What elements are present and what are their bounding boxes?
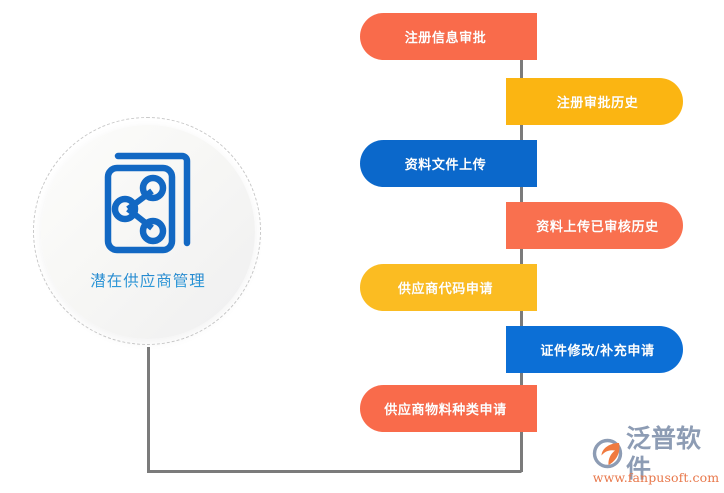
hub-node[interactable]: 潜在供应商管理	[33, 117, 263, 347]
node-label: 注册审批历史	[556, 96, 639, 111]
watermark-url: www.fanpusoft.com	[592, 470, 720, 485]
node-certificate-change-request[interactable]: 证件修改/补充申请	[506, 326, 683, 373]
node-label: 供应商代码申请	[397, 282, 494, 297]
node-supplier-material-category-request[interactable]: 供应商物料种类申请	[360, 385, 537, 432]
watermark-logo: 泛普软件 www.fanpusoft.com	[592, 424, 720, 489]
node-label: 证件修改/补充申请	[540, 344, 655, 359]
watermark-brand: 泛普软件	[626, 423, 702, 483]
node-registration-approval-history[interactable]: 注册审批历史	[506, 78, 683, 125]
hub-dashed-ring	[33, 117, 261, 345]
node-label: 注册信息审批	[404, 31, 487, 46]
node-registration-approval[interactable]: 注册信息审批	[360, 13, 537, 60]
hub-disc	[41, 125, 255, 339]
connector-hub-path	[147, 347, 522, 473]
document-share-icon	[104, 152, 191, 254]
node-label: 资料上传已审核历史	[536, 220, 659, 235]
node-label: 资料文件上传	[404, 158, 487, 173]
fanpu-swoosh-icon	[592, 438, 623, 469]
node-document-upload-reviewed-history[interactable]: 资料上传已审核历史	[506, 202, 683, 249]
node-label: 供应商物料种类申请	[384, 403, 507, 418]
node-document-upload[interactable]: 资料文件上传	[360, 140, 537, 187]
hub-label: 潜在供应商管理	[59, 267, 237, 296]
node-supplier-code-request[interactable]: 供应商代码申请	[360, 264, 537, 311]
